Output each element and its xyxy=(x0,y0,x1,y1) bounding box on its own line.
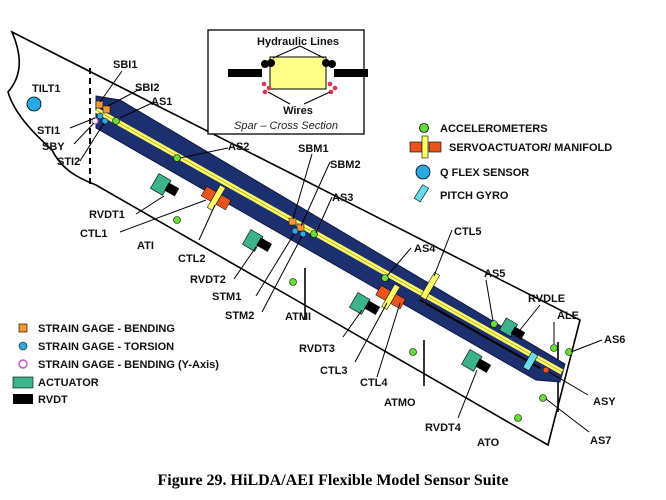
legend-sg-bending: STRAIN GAGE - BENDING xyxy=(38,323,175,335)
qflex-icon xyxy=(415,164,431,180)
label-as3: AS3 xyxy=(332,192,353,204)
servoactuator-icon xyxy=(409,135,442,159)
spar xyxy=(94,95,566,383)
component-labels: TILT1 SBI1 SBI2 AS1 STI1 SBY STI2 AS2 SB… xyxy=(32,59,625,449)
legend-sg-torsion: STRAIN GAGE - TORSION xyxy=(38,341,174,353)
label-as7: AS7 xyxy=(590,435,611,447)
label-ctl3: CTL3 xyxy=(320,365,348,377)
legend-sg-bending-y: STRAIN GAGE - BENDING (Y-Axis) xyxy=(38,359,219,371)
label-stm2: STM2 xyxy=(225,310,254,322)
tilt1-qflex-icon xyxy=(26,96,42,112)
label-rvdt1: RVDT1 xyxy=(89,209,125,221)
inset-title: Hydraulic Lines xyxy=(257,36,339,48)
label-as1: AS1 xyxy=(151,96,172,108)
inset-wires-label: Wires xyxy=(283,105,313,117)
actuator-icon xyxy=(12,376,34,389)
legend-left: STRAIN GAGE - BENDING STRAIN GAGE - TORS… xyxy=(12,323,219,406)
label-sbm1: SBM1 xyxy=(298,143,329,155)
label-as2: AS2 xyxy=(228,141,249,153)
label-as5: AS5 xyxy=(484,268,505,280)
label-sti1: STI1 xyxy=(37,125,60,137)
figure-caption: Figure 29. HiLDA/AEI Flexible Model Sens… xyxy=(158,472,509,489)
label-rvdt2: RVDT2 xyxy=(190,274,226,286)
legend-qflex: Q FLEX SENSOR xyxy=(440,167,529,179)
strain-gage-bending-y-icon xyxy=(18,359,28,369)
label-ati: ATI xyxy=(137,240,154,252)
legend-rvdt: RVDT xyxy=(38,394,68,406)
label-rvdt4: RVDT4 xyxy=(425,422,462,434)
label-ato: ATO xyxy=(477,437,500,449)
legend-servoactuator: SERVOACTUATOR/ MANIFOLD xyxy=(449,142,612,154)
wing-components xyxy=(26,96,573,422)
strain-gage-bending-icon xyxy=(18,323,28,333)
legend-right: ACCELEROMETERS SERVOACTUATOR/ MANIFOLD Q… xyxy=(409,123,612,203)
label-ctl1: CTL1 xyxy=(80,228,108,240)
pitch-gyro-icon xyxy=(413,184,430,203)
rvdt-icon xyxy=(13,394,33,404)
legend-pitch-gyro: PITCH GYRO xyxy=(440,190,509,202)
accelerometer-icon xyxy=(419,123,429,133)
inset-subtitle: Spar – Cross Section xyxy=(234,120,338,132)
spar-cross-section-inset: Hydraulic Lines Wires Spar – Cross Secti… xyxy=(207,29,368,135)
label-ctl2: CTL2 xyxy=(178,253,206,265)
legend-accelerometers: ACCELEROMETERS xyxy=(440,123,548,135)
label-atmo: ATMO xyxy=(384,397,416,409)
label-stm1: STM1 xyxy=(212,291,241,303)
label-sbi2: SBI2 xyxy=(135,82,159,94)
strain-gage-torsion-icon xyxy=(18,341,28,351)
label-atmi: ATMI xyxy=(285,311,311,323)
label-ctl5: CTL5 xyxy=(454,226,482,238)
label-asy: ASY xyxy=(593,396,616,408)
label-sbm2: SBM2 xyxy=(330,159,361,171)
label-sbi1: SBI1 xyxy=(113,59,137,71)
label-rvdle: RVDLE xyxy=(528,293,565,305)
label-sby: SBY xyxy=(42,141,65,153)
leader-lines xyxy=(69,70,603,433)
label-rvdt3: RVDT3 xyxy=(299,343,335,355)
label-ale: ALE xyxy=(557,310,579,322)
label-ctl4: CTL4 xyxy=(360,377,388,389)
label-as6: AS6 xyxy=(604,334,625,346)
label-sti2: STI2 xyxy=(57,156,80,168)
label-tilt1: TILT1 xyxy=(32,83,61,95)
label-as4: AS4 xyxy=(414,243,436,255)
legend-actuator: ACTUATOR xyxy=(38,377,99,389)
